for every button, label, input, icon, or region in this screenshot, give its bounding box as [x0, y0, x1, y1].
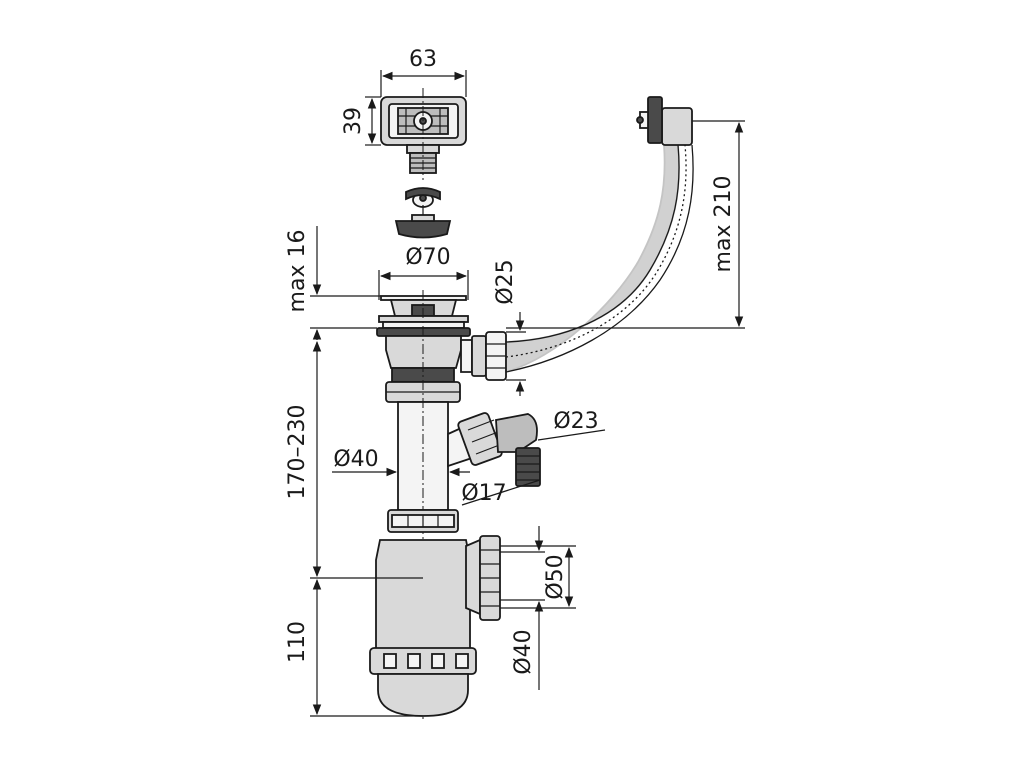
dim-overflow-height: max 210: [711, 176, 736, 273]
drain-plug: [394, 187, 452, 239]
dim-hose-nozzle: Ø17: [461, 481, 506, 506]
overflow-connector: [460, 331, 507, 381]
dim-strainer-diameter: Ø70: [405, 245, 450, 270]
dim-pipe-diameter: Ø40: [333, 447, 378, 472]
dim-outlet-outer: Ø50: [543, 554, 568, 599]
dim-outlet-inner: Ø40: [511, 629, 536, 674]
dim-grate-width: 63: [409, 47, 437, 72]
side-inlet: [447, 412, 541, 487]
dim-strainer-max: max 16: [285, 230, 310, 313]
dim-grate-height: 39: [341, 107, 366, 135]
dim-trap-height: 110: [285, 621, 310, 663]
trap-bottle: [369, 535, 501, 717]
dim-adjust-range: 170–230: [285, 405, 310, 500]
dim-overflow-pipe: Ø25: [493, 259, 518, 304]
overflow-hose: [505, 96, 694, 374]
dimension-lines: [310, 70, 745, 717]
dim-side-nozzle: Ø23: [553, 409, 598, 434]
overflow-grate: [380, 88, 467, 180]
trap-upper-body: [385, 290, 462, 720]
